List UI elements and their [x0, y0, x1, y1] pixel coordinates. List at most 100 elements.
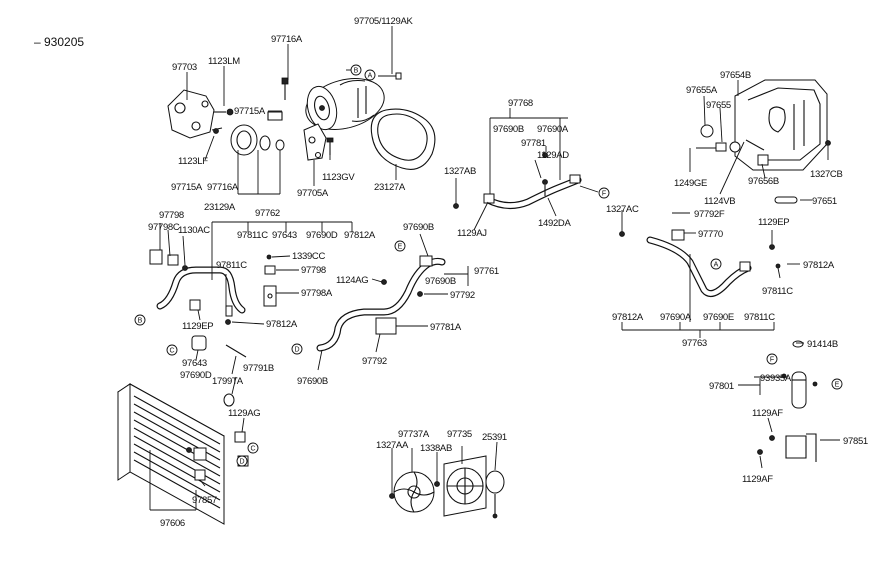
part-label: 97690E	[703, 312, 734, 323]
part-label: 93935A	[760, 373, 792, 384]
callout-marker: E	[835, 382, 840, 389]
callout-marker: C	[169, 348, 174, 355]
part-label: 97812A	[266, 319, 298, 330]
suction-hose-drawing	[483, 152, 582, 209]
callout-marker: F	[602, 191, 606, 198]
part-label: 97656B	[748, 176, 779, 187]
part-label: 97812A	[612, 312, 644, 323]
callout-marker: F	[770, 357, 774, 364]
part-label: 1129AF	[742, 474, 773, 485]
part-label: 23129A	[204, 202, 236, 213]
part-label: 97798A	[301, 288, 333, 299]
part-label: 1327AA	[376, 440, 409, 451]
part-label: 97762	[255, 208, 280, 219]
part-label: 1327AB	[444, 166, 476, 177]
part-number-labels: 97705/1129AK 97716A 97703 1123LM 97715A …	[148, 16, 868, 529]
evaporator-case-drawing	[700, 79, 831, 204]
part-label: 97811C	[762, 286, 793, 297]
callout-markers: B A F A E B C D C D F E	[134, 64, 843, 467]
part-label: 97761	[474, 266, 499, 277]
part-label: 97703	[172, 62, 197, 73]
callout-marker: D	[294, 347, 299, 354]
part-label: 97798	[301, 265, 326, 276]
callout-marker: B	[138, 318, 143, 325]
part-label: 97851	[843, 436, 868, 447]
part-label: 1129AF	[752, 408, 783, 419]
part-label: 97792	[450, 290, 475, 301]
part-label: 97690A	[660, 312, 692, 323]
part-label: 1327CB	[810, 169, 843, 180]
part-label: 97655A	[686, 85, 718, 96]
discharge-hose-drawing	[453, 203, 781, 298]
callout-marker: A	[368, 73, 373, 80]
part-label: 1339CC	[292, 251, 325, 262]
part-label: 1327AC	[606, 204, 639, 215]
part-label: 97690B	[425, 276, 456, 287]
part-label: 97716A	[271, 34, 303, 45]
condenser-fan-drawing	[389, 455, 505, 519]
part-label: 97716A	[207, 182, 239, 193]
high-pressure-tube-drawing	[316, 255, 446, 352]
part-label: 97690D	[180, 370, 212, 381]
part-label: 1338AB	[420, 443, 452, 454]
receiver-drier-drawing	[757, 340, 818, 462]
part-label: 97705/1129AK	[354, 16, 414, 27]
condenser-drawing	[117, 383, 249, 525]
part-label: 1129EP	[182, 321, 213, 332]
callout-marker: E	[398, 244, 403, 251]
part-label: 97768	[508, 98, 533, 109]
part-label: 97781A	[430, 322, 462, 333]
part-label: 1130AC	[178, 225, 210, 236]
part-label: 97705A	[297, 188, 329, 199]
part-label: 97763	[682, 338, 707, 349]
part-label: 1249GE	[674, 178, 707, 189]
part-label: 97690D	[306, 230, 338, 241]
part-label: 97690B	[297, 376, 328, 387]
part-label: 97715A	[171, 182, 203, 193]
part-label: 23127A	[374, 182, 406, 193]
part-label: 97792F	[694, 209, 725, 220]
part-label: 91414B	[807, 339, 838, 350]
bracket-97798a-drawing	[263, 254, 277, 307]
part-label: 1799TA	[212, 376, 244, 387]
part-label: 97735	[447, 429, 472, 440]
part-label: 1123LM	[208, 56, 240, 67]
part-label: 1129AJ	[457, 228, 487, 239]
part-label: 1123GV	[322, 172, 355, 183]
part-label: 97690B	[403, 222, 434, 233]
callout-marker: D	[239, 459, 244, 466]
part-label: 1123LF	[178, 156, 208, 167]
part-label: 97643	[272, 230, 297, 241]
callout-marker: B	[354, 68, 359, 75]
part-label: 97798C	[148, 222, 180, 233]
part-label: 1124AG	[336, 275, 368, 286]
compressor-drawing	[303, 72, 402, 161]
part-label: 97812A	[344, 230, 376, 241]
part-label: 97781	[521, 138, 546, 149]
part-label: 97812A	[803, 260, 835, 271]
part-label: 97811C	[237, 230, 268, 241]
part-label: 1129EP	[758, 217, 789, 228]
bolt-97716a-drawing	[281, 77, 289, 100]
part-label: 97791B	[243, 363, 274, 374]
part-label: 97643	[182, 358, 207, 369]
part-label: 97654B	[720, 70, 751, 81]
part-label: 97792	[362, 356, 387, 367]
part-label: 97857	[192, 495, 217, 506]
liquid-tube-drawing	[149, 249, 247, 407]
diagram-code: – 930205	[34, 35, 84, 49]
leader-lines	[149, 26, 840, 511]
drive-belt-drawing	[370, 108, 436, 170]
part-label: 1129AD	[537, 150, 569, 161]
callout-marker: A	[714, 262, 719, 269]
callout-marker: C	[250, 446, 255, 453]
part-label: 1492DA	[538, 218, 571, 229]
part-label: 25391	[482, 432, 507, 443]
part-label: 97801	[709, 381, 734, 392]
part-label: 97770	[698, 229, 723, 240]
part-label: 97811C	[216, 260, 247, 271]
part-label: 97690B	[493, 124, 524, 135]
part-label: 97811C	[744, 312, 775, 323]
part-label: 97798	[159, 210, 184, 221]
part-label: 97651	[812, 196, 837, 207]
